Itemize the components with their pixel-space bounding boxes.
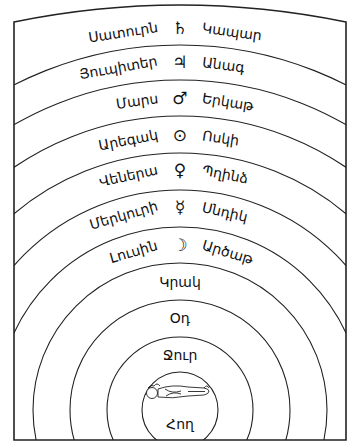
sphere-ring: [0, 45, 361, 446]
planet-name: Մարս: [115, 90, 159, 113]
planet-name: Լուսին: [108, 237, 160, 267]
reclining-figure: [147, 384, 210, 399]
metal-name: Պղինձ: [201, 162, 250, 187]
sphere-ring: [0, 116, 361, 446]
sphere-band: Կրակ: [157, 272, 203, 293]
sphere-ring: [0, 153, 361, 446]
sphere-band: Հող: [164, 414, 196, 435]
planet-name: Յուպիտեր: [78, 53, 159, 84]
element-name: Հող: [166, 416, 194, 433]
sphere-ring: [0, 227, 361, 446]
element-name: Ջուր: [163, 347, 198, 364]
sphere-band: Յուպիտեր ♃ Անագ: [76, 51, 247, 86]
metal-name: Ոսկի: [201, 127, 240, 149]
sphere-band: Մարս ♂ Երկաթ: [113, 87, 257, 117]
planet-name: Սատուրն: [87, 19, 159, 46]
sphere-band: Օդ: [168, 308, 192, 329]
planet-symbol: ☽: [172, 236, 187, 255]
sphere-ring: [70, 300, 290, 446]
planet-symbol: ⊙: [173, 126, 187, 145]
sphere-band: Լուսին ☽ Արծաթ: [106, 234, 257, 270]
sphere-ring: [33, 263, 327, 446]
metal-name: Անագ: [201, 55, 245, 77]
planet-name: Վեներա: [98, 161, 160, 190]
sphere-band: Վեներա ♀ Պղինձ: [96, 159, 252, 193]
sphere-ring: [0, 80, 361, 446]
metal-name: Արծաթ: [200, 236, 255, 267]
sphere-band: Ջուր: [161, 345, 200, 366]
planet-symbol: ♄: [172, 19, 187, 38]
metal-name: Երկաթ: [201, 89, 255, 114]
element-name: Օդ: [170, 310, 190, 327]
planet-name: Մերկուրի: [87, 198, 159, 234]
planet-symbol: ♃: [172, 53, 187, 72]
sphere-ring: [142, 372, 218, 446]
sphere-band: Մերկուրի ☿ Սնդիկ: [85, 196, 251, 236]
element-name: Կրակ: [159, 274, 201, 291]
planet-symbol: ☿: [175, 198, 185, 217]
sphere-rings: [0, 45, 361, 446]
planet-name: Արեգակ: [97, 126, 159, 154]
planet-symbol: ♀: [174, 161, 186, 180]
sphere-ring: [0, 190, 361, 446]
sphere-ring: [107, 337, 253, 446]
metal-name: Կապար: [201, 19, 263, 44]
planet-symbol: ♂: [172, 89, 187, 108]
sphere-band: Սատուրն ♄ Կապար: [85, 17, 265, 48]
outer-frame: [14, 5, 346, 440]
metal-name: Սնդիկ: [200, 200, 249, 227]
sphere-band: Արեգակ ⊙ Ոսկի: [95, 124, 242, 156]
